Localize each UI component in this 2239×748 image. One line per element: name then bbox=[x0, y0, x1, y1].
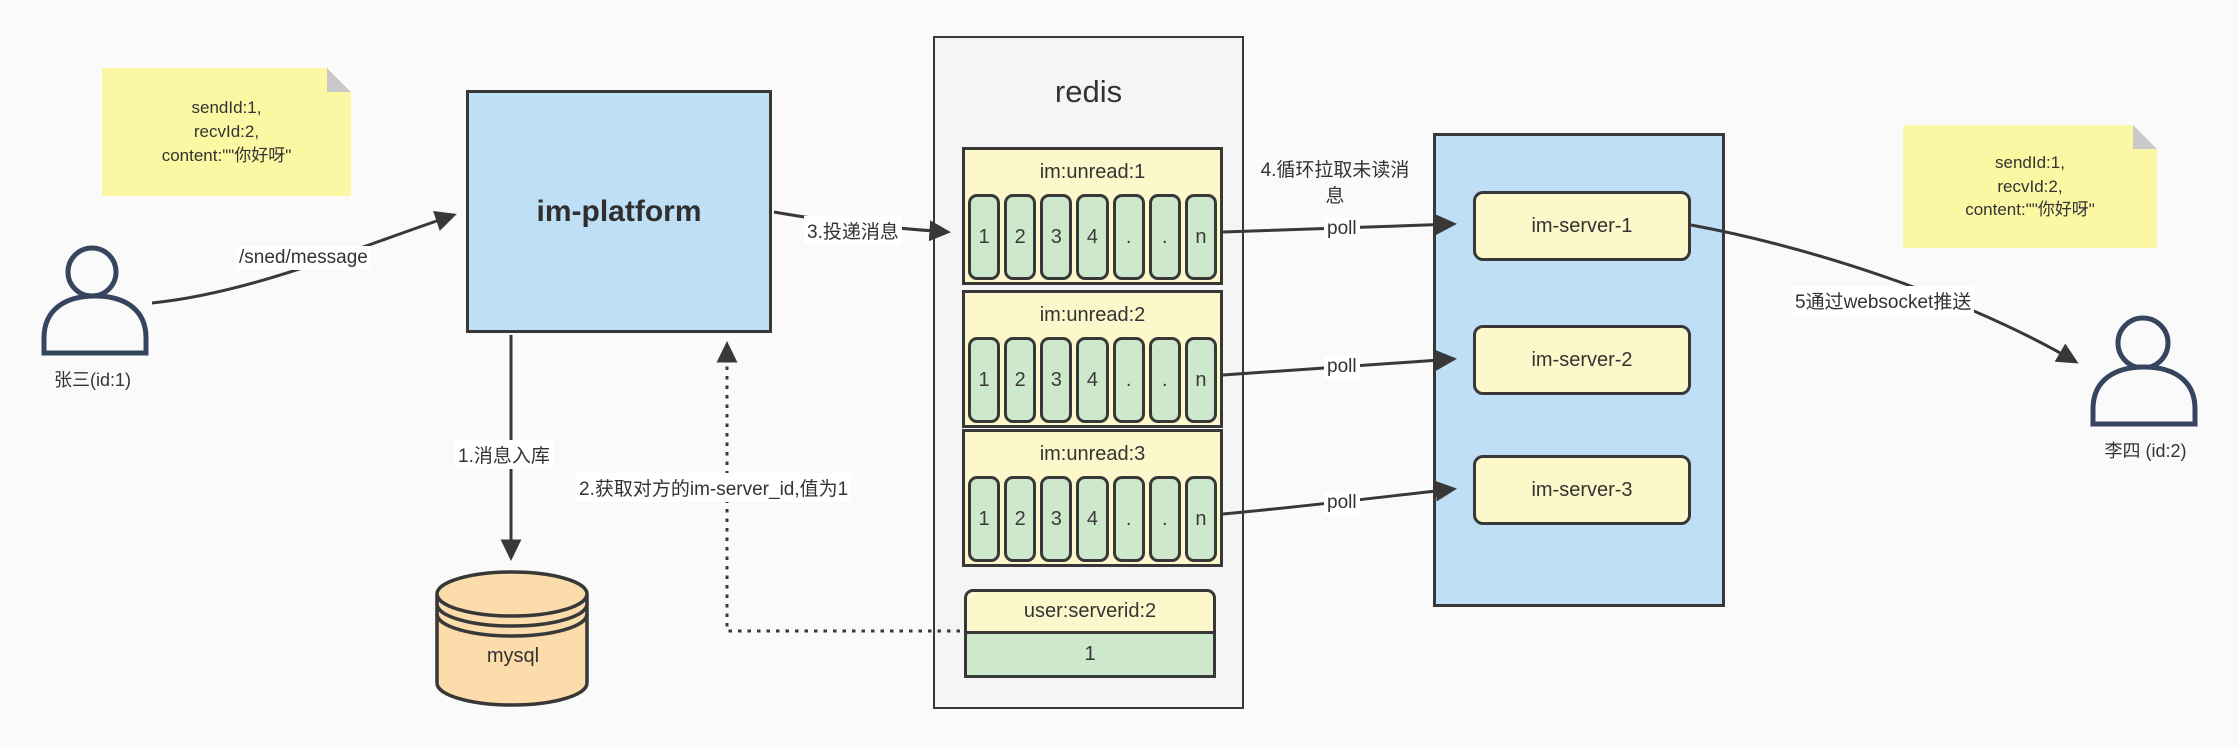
queue-header: im:unread:3 bbox=[1039, 443, 1146, 465]
queue-cell: 3 bbox=[1040, 476, 1073, 562]
sticky-note-receiver: sendId:1, recvId:2, content:""你好呀" bbox=[1903, 125, 2157, 248]
im-platform-label: im-platform bbox=[536, 194, 702, 228]
receiver-label: 李四 (id:2) bbox=[2104, 441, 2187, 461]
queue-cell: 2 bbox=[1004, 194, 1037, 280]
queue-cells: 1 2 3 4 . . n bbox=[968, 476, 1217, 562]
queue-cell: n bbox=[1184, 337, 1217, 423]
redis-title: redis bbox=[1054, 74, 1123, 109]
note-line: sendId:1, bbox=[1995, 152, 2065, 172]
sender-label: 张三(id:1) bbox=[53, 370, 131, 390]
queue-header: im:unread:2 bbox=[1039, 304, 1146, 326]
im-server-group: im-server-1 im-server-2 im-server-3 bbox=[1433, 133, 1725, 607]
mysql-label: mysql bbox=[486, 645, 540, 667]
queue-cell: 3 bbox=[1040, 194, 1073, 280]
edge-label-step2: 2.获取对方的im-server_id,值为1 bbox=[576, 473, 852, 502]
queue-im-unread-1: im:unread:1 1 2 3 4 . . n bbox=[962, 147, 1223, 285]
queue-cells: 1 2 3 4 . . n bbox=[968, 194, 1217, 280]
sticky-note-sender: sendId:1, recvId:2, content:""你好呀" bbox=[102, 68, 351, 196]
note-line: content:""你好呀" bbox=[1965, 200, 2095, 220]
queue-cells: 1 2 3 4 . . n bbox=[968, 337, 1217, 423]
queue-cell: 4 bbox=[1076, 337, 1109, 423]
queue-cell: 1 bbox=[968, 194, 1001, 280]
queue-cell: n bbox=[1184, 476, 1217, 562]
user-serverid-key: user:serverid:2 bbox=[964, 589, 1216, 634]
queue-header: im:unread:1 bbox=[1039, 161, 1146, 183]
edge-label-step5: 5通过websocket推送 bbox=[1792, 286, 1975, 315]
edge-label-poll-3: poll bbox=[1324, 491, 1360, 515]
queue-cell: . bbox=[1148, 337, 1181, 423]
queue-cell: 3 bbox=[1040, 337, 1073, 423]
queue-im-unread-3: im:unread:3 1 2 3 4 . . n bbox=[962, 429, 1223, 567]
user-serverid-value: 1 bbox=[964, 631, 1216, 678]
im-platform-box: im-platform bbox=[466, 90, 772, 333]
edge-label-step4: 4.循环拉取未读消息 bbox=[1260, 160, 1410, 207]
queue-im-unread-2: im:unread:2 1 2 3 4 . . n bbox=[962, 290, 1223, 428]
note-line: content:""你好呀" bbox=[161, 145, 292, 165]
queue-cell: 4 bbox=[1076, 476, 1109, 562]
queue-cell: 2 bbox=[1004, 337, 1037, 423]
note-line: sendId:1, bbox=[191, 98, 262, 118]
queue-cell: 1 bbox=[968, 476, 1001, 562]
note-line: recvId:2, bbox=[1997, 176, 2063, 196]
queue-cell: 2 bbox=[1004, 476, 1037, 562]
edge-label-step3: 3.投递消息 bbox=[804, 216, 902, 245]
redis-container: redis im:unread:1 1 2 3 4 . . n im:unrea… bbox=[933, 36, 1244, 709]
edge-label-poll-1: poll bbox=[1324, 217, 1360, 241]
queue-cell: . bbox=[1112, 476, 1145, 562]
queue-cell: 1 bbox=[968, 337, 1001, 423]
queue-cell: . bbox=[1148, 476, 1181, 562]
im-server-3-box: im-server-3 bbox=[1473, 455, 1691, 525]
edge-label-poll-2: poll bbox=[1324, 355, 1360, 379]
note-fold-icon bbox=[327, 68, 351, 92]
queue-cell: . bbox=[1148, 194, 1181, 280]
queue-cell: n bbox=[1184, 194, 1217, 280]
im-server-2-box: im-server-2 bbox=[1473, 325, 1691, 395]
edge-label-send: /sned/message bbox=[236, 246, 371, 270]
note-fold-icon bbox=[2133, 125, 2157, 149]
user-serverid-box: user:serverid:2 1 bbox=[964, 589, 1216, 678]
queue-cell: . bbox=[1112, 337, 1145, 423]
note-line: recvId:2, bbox=[193, 122, 260, 142]
queue-cell: 4 bbox=[1076, 194, 1109, 280]
edge-label-step1: 1.消息入库 bbox=[455, 440, 553, 469]
im-server-1-box: im-server-1 bbox=[1473, 191, 1691, 261]
queue-cell: . bbox=[1112, 194, 1145, 280]
